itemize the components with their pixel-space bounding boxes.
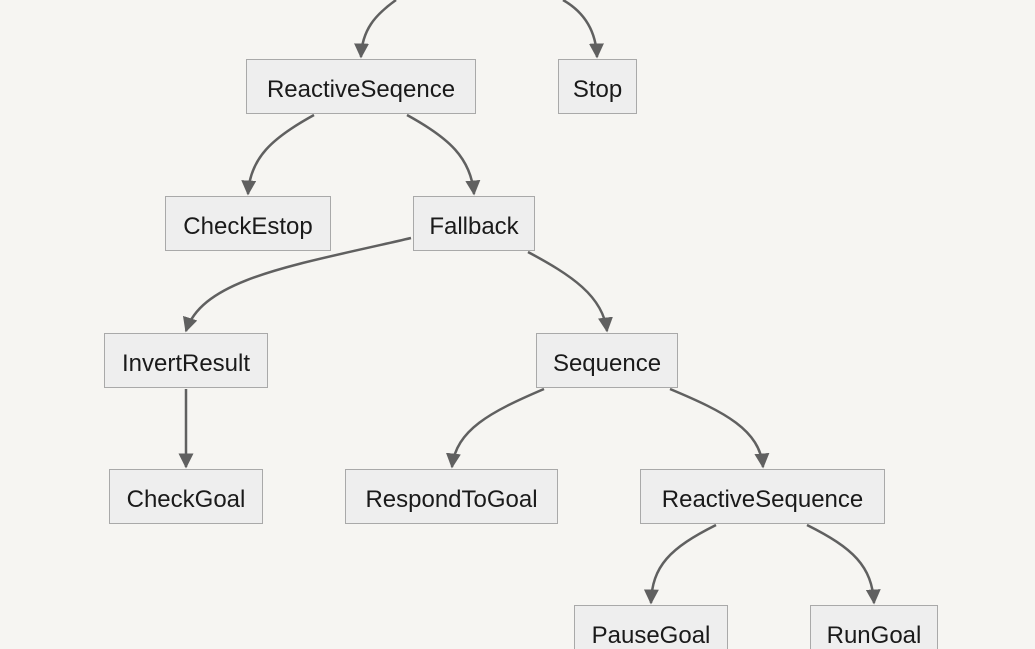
node-fallback: Fallback: [413, 196, 535, 251]
node-reactive-sequence-bottom: ReactiveSequence: [640, 469, 885, 524]
node-label: ReactiveSeqence: [266, 76, 456, 103]
node-label: RunGoal: [826, 622, 922, 649]
edge-fallback-sequence: [527, 250, 613, 333]
node-label: CheckGoal: [126, 486, 246, 513]
node-label: Sequence: [552, 350, 662, 377]
node-check-goal: CheckGoal: [109, 469, 263, 524]
edge-sequence-respond-to-goal: [446, 387, 545, 469]
node-label: Stop: [572, 76, 623, 103]
node-pause-goal: PauseGoal: [574, 605, 728, 649]
edge-reactive-sequence-top-fallback: [406, 113, 481, 196]
node-label: CheckEstop: [183, 213, 313, 240]
edge-reactive-sequence-bottom-run-goal: [806, 523, 881, 605]
edge-reactive-sequence-bottom-pause-goal: [643, 523, 717, 605]
edge-sequence-reactive-sequence-bottom: [669, 387, 770, 469]
node-reactive-sequence-top: ReactiveSeqence: [246, 59, 476, 114]
edge-root-stop: [562, 0, 604, 59]
node-label: ReactiveSequence: [661, 486, 864, 513]
node-sequence: Sequence: [536, 333, 678, 388]
edge-reactive-sequence-top-check-estop: [241, 113, 315, 196]
node-stop: Stop: [558, 59, 637, 114]
node-label: InvertResult: [121, 350, 251, 377]
node-respond-to-goal: RespondToGoal: [345, 469, 558, 524]
node-label: RespondToGoal: [365, 486, 538, 513]
edge-fallback-invert-result: [183, 236, 412, 333]
edge-root-reactive-sequence-top: [354, 0, 397, 59]
node-label: PauseGoal: [591, 622, 711, 649]
node-run-goal: RunGoal: [810, 605, 938, 649]
node-check-estop: CheckEstop: [165, 196, 331, 251]
node-label: Fallback: [429, 213, 519, 240]
node-invert-result: InvertResult: [104, 333, 268, 388]
